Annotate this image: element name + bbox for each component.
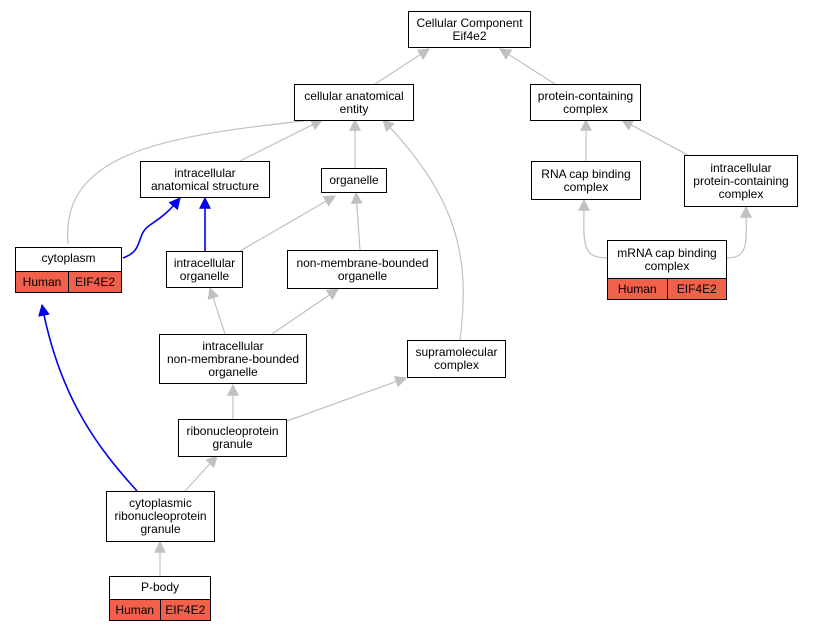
species-tag: Human (608, 279, 667, 299)
node-p-body[interactable]: P-body Human EIF4E2 (109, 576, 211, 621)
edge-rnp-supra (286, 376, 408, 422)
node-cytoplasm[interactable]: cytoplasm Human EIF4E2 (15, 247, 122, 293)
edge-cytoplasm-ias-blue (122, 197, 181, 259)
node-label: non-membrane-bounded organelle (296, 255, 429, 283)
node-intracellular-anatomical-structure[interactable]: intracellular anatomical structure (140, 161, 270, 198)
node-label: cellular anatomical entity (304, 88, 404, 116)
node-cellular-anatomical-entity[interactable]: cellular anatomical entity (294, 84, 414, 121)
node-label: P-body (140, 580, 180, 594)
node-non-membrane-bounded-organelle[interactable]: non-membrane-bounded organelle (287, 250, 438, 289)
edge-crnp-rnp (184, 455, 218, 492)
edge-cae-root (374, 48, 431, 85)
node-label: mRNA cap binding complex (617, 246, 717, 273)
annotation-row: Human EIF4E2 (608, 278, 726, 299)
node-intracellular-protein-containing-complex[interactable]: intracellular protein-containing complex (684, 155, 798, 207)
node-label: RNA cap binding complex (541, 166, 631, 194)
node-supramolecular-complex[interactable]: supramolecular complex (407, 340, 506, 378)
node-cytoplasmic-ribonucleoprotein-granule[interactable]: cytoplasmic ribonucleoprotein granule (106, 491, 215, 542)
edge-inmbo-io (207, 286, 226, 335)
node-label: intracellular non-membrane-bounded organ… (166, 338, 300, 379)
node-label: ribonucleoprotein granule (186, 424, 279, 451)
node-intracellular-non-membrane-bounded-organelle[interactable]: intracellular non-membrane-bounded organ… (159, 334, 307, 384)
node-label: organelle (329, 173, 379, 187)
edge-mrnacap-ipcc (726, 205, 753, 259)
gene-tag: EIF4E2 (159, 600, 210, 620)
node-label: cytoplasmic ribonucleoprotein granule (114, 496, 207, 536)
species-tag: Human (110, 600, 160, 620)
node-label: supramolecular complex (415, 345, 498, 372)
edge-inmbo-nmbo (271, 288, 339, 335)
node-ribonucleoprotein-granule[interactable]: ribonucleoprotein granule (178, 419, 287, 457)
edge-nmbo-organelle (350, 191, 363, 251)
gene-tag: EIF4E2 (666, 279, 726, 299)
edge-io-organelle (239, 195, 337, 252)
gene-tag: EIF4E2 (68, 272, 121, 292)
annotation-row: Human EIF4E2 (110, 599, 210, 620)
node-label: intracellular organelle (173, 255, 236, 283)
node-label: intracellular anatomical structure (150, 165, 260, 193)
edge-mrnacap-rnacap (577, 198, 608, 259)
edge-cytoplasm-cae (67, 114, 324, 245)
node-label: cytoplasm (41, 251, 96, 265)
edge-pcc-root (498, 48, 556, 85)
node-rna-cap-binding-complex[interactable]: RNA cap binding complex (531, 161, 641, 200)
annotation-row: Human EIF4E2 (16, 271, 121, 292)
edge-crnp-cytoplasm-blue (38, 303, 138, 492)
edge-supra-cae (382, 119, 464, 341)
node-label: protein-containing complex (537, 88, 634, 116)
node-label: intracellular protein-containing complex (693, 160, 789, 201)
node-intracellular-organelle[interactable]: intracellular organelle (166, 251, 243, 288)
edge-ipcc-pcc (620, 119, 689, 156)
node-mrna-cap-binding-complex[interactable]: mRNA cap binding complex Human EIF4E2 (607, 240, 727, 300)
node-root[interactable]: Cellular Component Eif4e2 (408, 11, 531, 48)
edge-ias-cae (239, 119, 324, 162)
node-label: Cellular Component Eif4e2 (416, 15, 523, 43)
node-protein-containing-complex[interactable]: protein-containing complex (530, 84, 641, 121)
node-organelle[interactable]: organelle (321, 168, 387, 193)
species-tag: Human (16, 272, 68, 292)
